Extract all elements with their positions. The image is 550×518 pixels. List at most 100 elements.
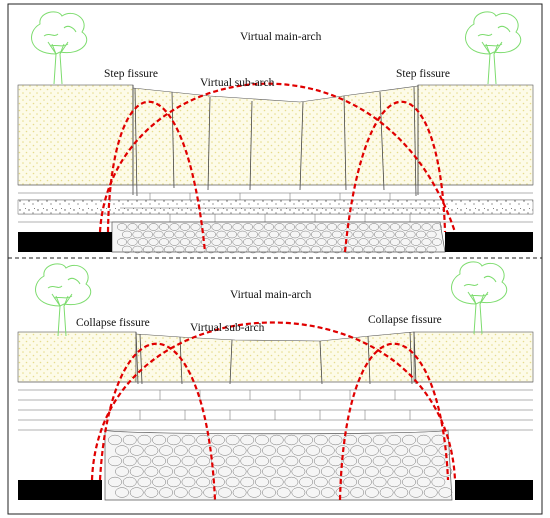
rubble-cobble: [222, 223, 232, 231]
rubble-cobble: [311, 230, 321, 239]
rubble-cobble: [137, 476, 152, 488]
rubble-cobble: [300, 245, 311, 254]
rubble-cobble: [180, 238, 190, 246]
rubble-cobble: [173, 487, 188, 498]
arch-curves: [98, 82, 457, 253]
rubble-cobble: [438, 487, 453, 498]
rubble-cobble: [227, 230, 237, 239]
rubble-cobble: [129, 445, 144, 456]
rubble-cobble: [255, 434, 269, 446]
rubble-cobble: [394, 487, 409, 498]
rubble-cobble: [365, 487, 379, 498]
rubble-cobble: [328, 455, 343, 467]
rubble-cobble: [402, 476, 416, 488]
rubble-cobble: [143, 245, 153, 254]
rubble-cobble: [327, 223, 337, 231]
coal-seam-right: [455, 480, 533, 500]
rubble-cobble: [306, 487, 321, 498]
rubble-cobble: [173, 445, 188, 456]
rubble-cobble: [353, 245, 363, 254]
rubble-cobble: [395, 230, 405, 239]
rubble-cobble: [426, 230, 437, 239]
rubble-cobble: [159, 466, 174, 477]
rubble-cobble: [248, 245, 258, 254]
rubble-cobble: [206, 245, 216, 254]
rubble-cobble: [337, 238, 348, 246]
rubble-cobble: [342, 230, 353, 239]
rubble-cobble: [152, 455, 167, 467]
rubble-cobble: [203, 487, 218, 498]
rubble-cobble: [188, 466, 203, 477]
rubble-cobble: [122, 455, 137, 467]
rubble-cobble: [423, 445, 438, 456]
rubble-cobble: [243, 223, 253, 231]
rubble-cobble: [132, 230, 143, 239]
rubble-cobble: [190, 238, 201, 246]
rubble-cobble: [279, 245, 290, 254]
rubble-cobble: [299, 455, 314, 467]
rubble-cobble: [153, 245, 164, 254]
rubble-cobble: [379, 487, 394, 498]
rubble-cobble: [350, 466, 365, 477]
rubble-cobble: [291, 445, 306, 456]
rubble-cobble: [321, 230, 332, 239]
rubble-cobble: [264, 223, 274, 231]
rubble-cobble: [108, 455, 122, 467]
rubble-cobble: [374, 230, 384, 239]
sand-layer-right: [417, 84, 534, 186]
rubble-cobble: [143, 230, 153, 239]
rubble-cobble: [138, 223, 148, 231]
rubble-cobble: [387, 476, 402, 488]
label-fissure-right: Step fissure: [396, 68, 450, 80]
sand-layer-left: [17, 331, 137, 383]
rubble-cobble: [232, 466, 247, 477]
rubble-cobble: [426, 245, 437, 254]
rubble-cobble: [169, 223, 180, 231]
rubble-cobble: [232, 445, 247, 456]
label-fissure-left: Step fissure: [104, 68, 158, 80]
rubble-cobble: [185, 230, 195, 239]
brick-rows: [120, 193, 440, 222]
rubble-cobble: [320, 487, 335, 498]
rubble-cobble: [291, 487, 306, 498]
rubble-cobble: [320, 466, 335, 477]
rubble-cobble: [181, 455, 196, 467]
rubble-cobble: [258, 230, 269, 239]
rubble-cobble: [343, 476, 358, 488]
rubble-cobble: [181, 434, 196, 446]
sand-layer-left: [17, 84, 134, 186]
rubble-cobble: [218, 466, 232, 477]
rubble-cobble: [327, 238, 337, 246]
rubble-cobble: [232, 223, 243, 231]
rubble-cobble: [358, 434, 372, 446]
rubble-cobble: [122, 476, 137, 488]
coal-seam-left: [18, 480, 102, 500]
rubble-cobble: [291, 466, 306, 477]
rubble-cobble: [188, 445, 203, 456]
tree-icon: [465, 11, 522, 85]
rubble-cobble: [332, 245, 342, 254]
rubble-cobble: [237, 245, 248, 254]
label-fissure-right: Collapse fissure: [368, 314, 442, 326]
rubble-cobble: [174, 245, 185, 254]
virtual-sub-arch-left-curve: [106, 100, 207, 253]
rubble-cobble: [211, 238, 222, 246]
rubble-cobble: [122, 434, 137, 446]
rubble-cobble: [313, 455, 328, 467]
rubble-cobble: [129, 466, 144, 477]
rubble-cobble: [350, 487, 365, 498]
coal-seam-right: [445, 232, 533, 252]
rubble-cobble: [358, 455, 372, 467]
rubble-cobble: [342, 245, 353, 254]
rubble-cobble: [201, 238, 211, 246]
rubble-cobble: [379, 223, 390, 231]
rubble-cobble: [159, 223, 169, 231]
rubble-cobble: [438, 466, 453, 477]
rubble-cobble: [423, 466, 438, 477]
label-sub-arch: Virtual sub-arch: [190, 322, 265, 334]
rubble-cobble: [153, 230, 164, 239]
rubble-cobble: [316, 238, 327, 246]
rubble-cobble: [300, 230, 311, 239]
rubble-cobble: [390, 238, 400, 246]
rubble-cobble: [174, 230, 185, 239]
